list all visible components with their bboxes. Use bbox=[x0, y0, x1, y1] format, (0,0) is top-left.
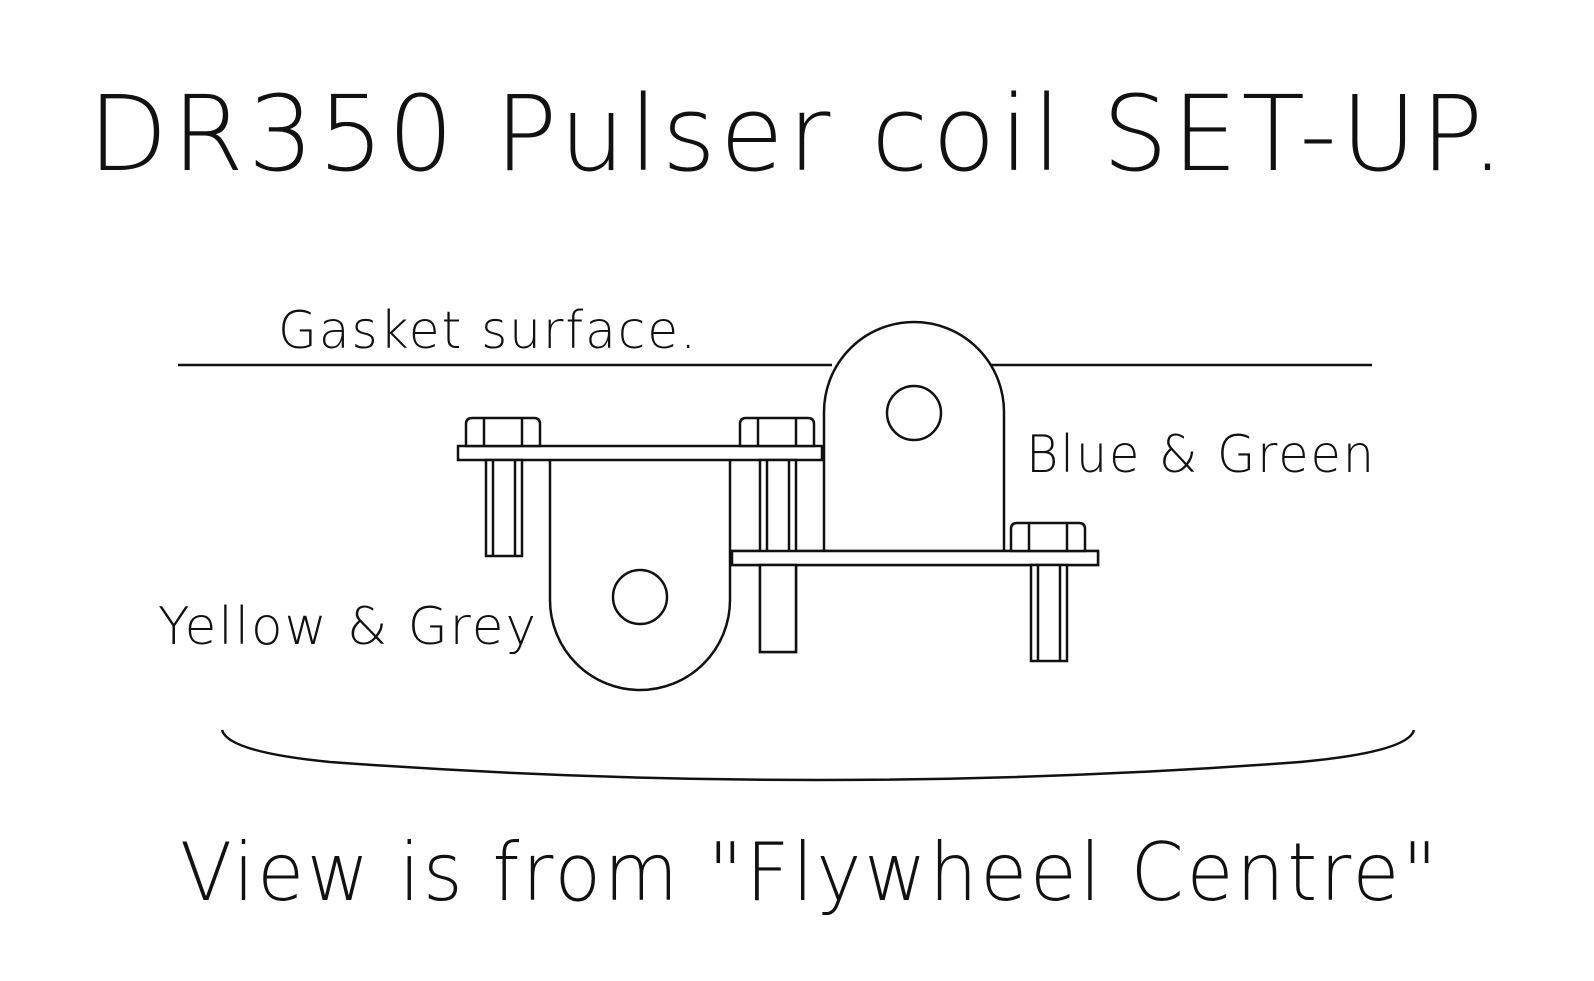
bolt-right bbox=[1009, 521, 1087, 663]
blue-green-label: Blue & Green bbox=[1026, 425, 1376, 485]
upper-pulser-hole bbox=[885, 384, 943, 442]
gasket-surface-label: Gasket surface. bbox=[278, 301, 698, 361]
view-caption: View is from "Flywheel Centre" bbox=[180, 826, 1440, 919]
bolt-left bbox=[464, 416, 542, 558]
lower-pulser-hole bbox=[611, 568, 669, 626]
upper-mounting-plate bbox=[456, 444, 824, 462]
yellow-grey-label: Yellow & Grey bbox=[158, 597, 538, 657]
flywheel-arc bbox=[220, 729, 1416, 782]
lower-plate-overlay bbox=[730, 549, 1100, 567]
diagram-title: DR350 Pulser coil SET-UP. bbox=[88, 73, 1508, 195]
bolt-middle-lower-shank bbox=[758, 563, 798, 654]
